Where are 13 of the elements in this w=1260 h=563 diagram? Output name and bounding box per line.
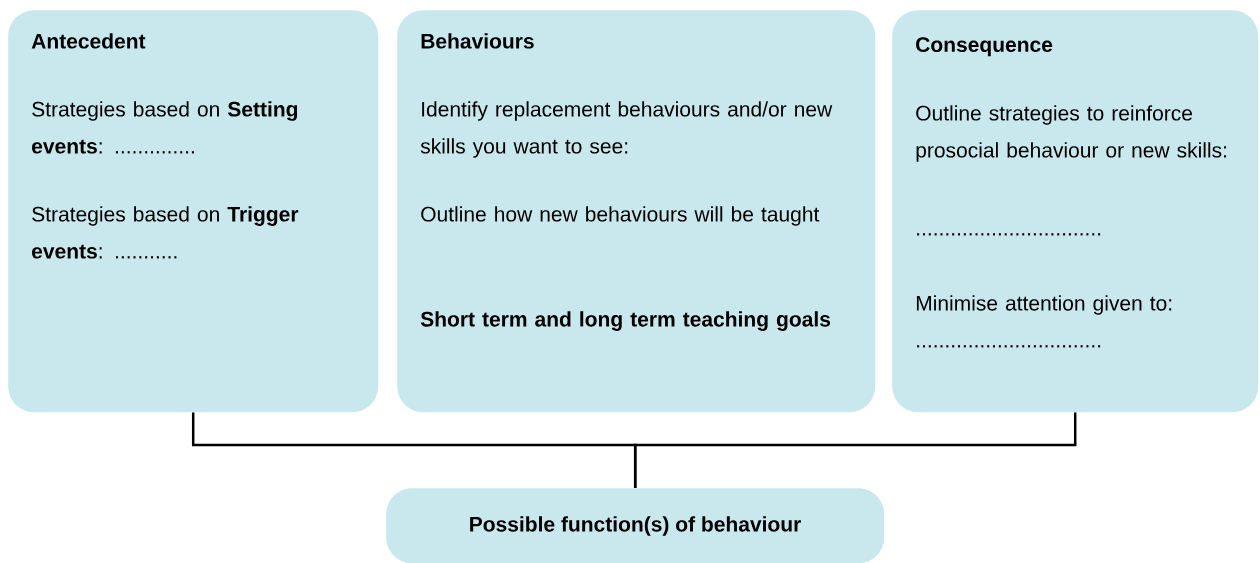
body-text: Short term and long term teaching goals [420, 311, 831, 331]
body-text: Outline strategies to reinforce prosocial behaviour or new skills: [916, 105, 1226, 162]
connector-line [633, 412, 1077, 488]
body-text: Identify replacement behaviours and/or new skills you want to see: [420, 101, 833, 158]
body-text: Minimise attention given to: ................................ [916, 295, 1172, 348]
heading: Consequence [916, 37, 1053, 57]
body-text: Strategies based on Trigger events: ........... [32, 206, 299, 259]
heading: Antecedent [31, 33, 146, 49]
body-text: Strategies based on Setting events: .............. [32, 101, 298, 154]
body-text: ................................ [917, 233, 1101, 236]
heading: Behaviours [421, 33, 534, 49]
box-label: Possible function(s) of behaviour [470, 516, 801, 536]
body-text: Outline how new behaviours will be taught [421, 206, 820, 226]
